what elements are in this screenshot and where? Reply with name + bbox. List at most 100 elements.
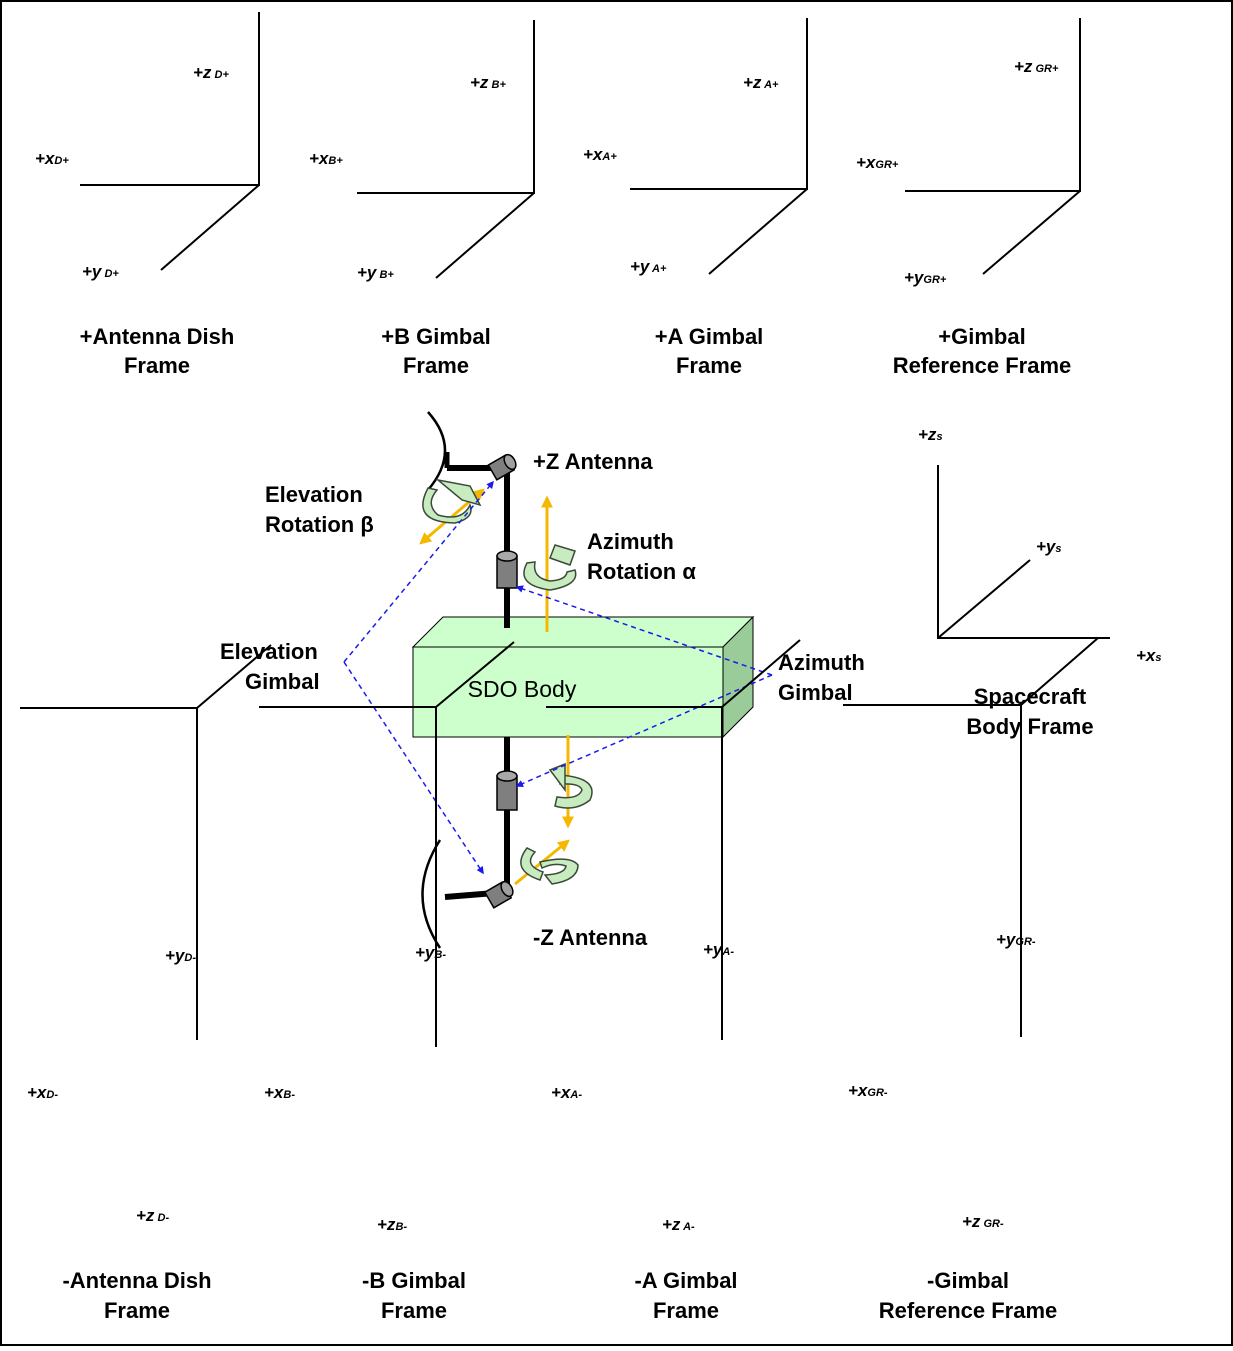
- axis-y: [160, 184, 260, 271]
- azimuth-gimbal-line1: Azimuth: [778, 650, 865, 675]
- sdo-body-label: SDO Body: [468, 676, 577, 702]
- label-z: +zB-: [377, 1215, 407, 1234]
- frame-plus-b-gimbal: +z B+ +xB+ +y B+ +B Gimbal Frame: [309, 20, 535, 378]
- plus-z-azimuth-gimbal: [496, 550, 518, 589]
- azimuth-gimbal-pointer-bottom: [515, 674, 773, 788]
- caption-line1: +Antenna Dish: [80, 324, 235, 349]
- elevation-gimbal-line1: Elevation: [220, 639, 318, 664]
- axis-y: [708, 188, 808, 275]
- sdo-illustration: SDO Body: [220, 411, 865, 950]
- azimuth-rotation-arrow-top: [523, 544, 577, 591]
- elevation-rotation-line1: Elevation: [265, 482, 363, 507]
- frame-minus-gimbal-reference: +yGR- +xGR- +z GR- -Gimbal Reference Fra…: [843, 637, 1099, 1323]
- plus-z-elevation-gimbal: [487, 453, 517, 481]
- axis-y: [721, 639, 801, 708]
- axis-y: [435, 192, 535, 279]
- label-y: +yB-: [415, 943, 446, 962]
- axis-x-z: [20, 707, 198, 1040]
- caption-line2: Reference Frame: [879, 1298, 1058, 1323]
- caption-line1: +Gimbal: [938, 324, 1025, 349]
- minus-z-azimuth-gimbal: [496, 770, 518, 811]
- minus-z-antenna-label: -Z Antenna: [533, 925, 648, 950]
- elevation-rotation-arrow-bottom: [520, 847, 579, 885]
- label-x: +xB-: [264, 1083, 295, 1102]
- label-y: +yA-: [703, 940, 734, 959]
- caption-line1: -Antenna Dish: [62, 1268, 211, 1293]
- elevation-rotation-arrow-top: [422, 478, 482, 524]
- sdo-body-top: [411, 616, 755, 648]
- axis-z-x: [905, 18, 1081, 192]
- caption-line1: +B Gimbal: [381, 324, 490, 349]
- axis-y: [196, 644, 272, 709]
- axis-x-z: [843, 704, 1022, 1037]
- azimuth-rotation-arrow-bottom: [548, 762, 593, 809]
- label-x: +xs: [1136, 646, 1162, 665]
- caption-line1: -B Gimbal: [362, 1268, 466, 1293]
- label-x: +xD+: [35, 149, 69, 168]
- caption-line1: -Gimbal: [927, 1268, 1009, 1293]
- caption-line2: Frame: [104, 1298, 170, 1323]
- azimuth-rotation-line2: Rotation α: [587, 559, 696, 584]
- axis-z-x: [630, 18, 808, 190]
- axis-x-z: [259, 706, 437, 1047]
- axis-z-x: [357, 20, 535, 194]
- label-z: +z D+: [193, 63, 229, 82]
- caption-line2: Body Frame: [966, 714, 1093, 739]
- label-y: +ys: [1036, 537, 1062, 556]
- frame-minus-b-gimbal: +yB- +xB- +zB- -B Gimbal Frame: [259, 641, 515, 1323]
- caption-line2: Frame: [403, 353, 469, 378]
- caption-line2: Frame: [676, 353, 742, 378]
- axis-y: [982, 190, 1081, 275]
- label-x: +xB+: [309, 149, 343, 168]
- label-z: +z D-: [136, 1206, 169, 1225]
- label-y: +y D+: [82, 262, 119, 281]
- label-z: +z A-: [662, 1215, 695, 1234]
- label-y: +yD-: [165, 946, 196, 965]
- label-z: +z GR-: [962, 1212, 1004, 1231]
- caption-line2: Frame: [653, 1298, 719, 1323]
- frame-plus-gimbal-reference: +z GR+ +xGR+ +yGR+ +Gimbal Reference Fra…: [856, 18, 1081, 378]
- frame-plus-a-gimbal: +z A+ +xA+ +y A+ +A Gimbal Frame: [583, 18, 808, 378]
- axis-y: [937, 559, 1031, 639]
- frame-plus-antenna-dish: +z D+ +xD+ +y D+ +Antenna Dish Frame: [35, 12, 260, 378]
- elevation-gimbal-pointer-bottom: [343, 661, 484, 875]
- azimuth-rotation-line1: Azimuth: [587, 529, 674, 554]
- label-x: +xA+: [583, 145, 617, 164]
- frame-minus-antenna-dish: +yD- +xD- +z D- -Antenna Dish Frame: [20, 644, 272, 1323]
- label-y: +yGR+: [904, 268, 947, 287]
- label-y: +yGR-: [996, 930, 1036, 949]
- label-z: +z GR+: [1014, 57, 1059, 76]
- label-z: +z B+: [470, 73, 506, 92]
- caption-line2: Frame: [381, 1298, 447, 1323]
- label-y: +y A+: [630, 257, 667, 276]
- caption-line1: -A Gimbal: [634, 1268, 737, 1293]
- plus-z-dish: [427, 411, 447, 491]
- plus-z-antenna-label: +Z Antenna: [533, 449, 653, 474]
- label-x: +xA-: [551, 1083, 582, 1102]
- axis-z-x: [80, 12, 260, 186]
- label-x: +xGR-: [848, 1081, 888, 1100]
- caption-line2: Frame: [124, 353, 190, 378]
- label-x: +xGR+: [856, 153, 899, 172]
- elevation-gimbal-line2: Gimbal: [245, 669, 320, 694]
- elevation-gimbal-pointer-top: [343, 480, 494, 663]
- axis-z-x: [937, 465, 1110, 639]
- label-x: +xD-: [27, 1083, 58, 1102]
- caption-line2: Reference Frame: [893, 353, 1072, 378]
- elevation-rotation-line2: Rotation β: [265, 512, 374, 537]
- label-y: +y B+: [357, 263, 394, 282]
- minus-z-dish: [421, 839, 442, 949]
- label-z: +z A+: [743, 73, 779, 92]
- frame-spacecraft-body: +zs +ys +xs Spacecraft Body Frame: [918, 425, 1162, 739]
- azimuth-gimbal-line2: Gimbal: [778, 680, 853, 705]
- caption-line1: +A Gimbal: [655, 324, 764, 349]
- axis-y: [1020, 637, 1099, 706]
- minus-z-elevation-gimbal: [483, 880, 514, 909]
- sdo-body: SDO Body: [411, 615, 755, 739]
- frame-minus-a-gimbal: +yA- +xA- +z A- -A Gimbal Frame: [546, 639, 801, 1323]
- axis-y: [435, 641, 515, 708]
- label-z: +zs: [918, 425, 943, 444]
